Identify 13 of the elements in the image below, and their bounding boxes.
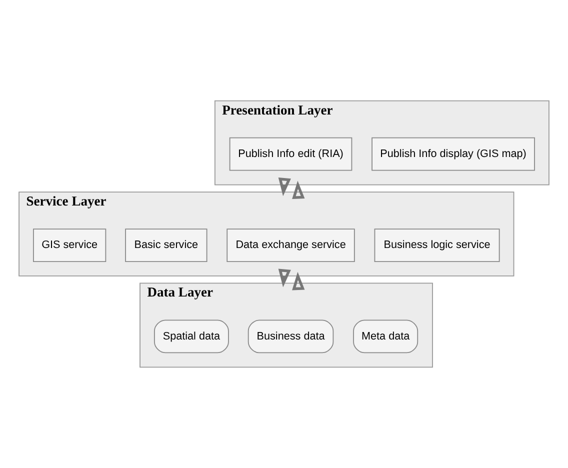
arrow: [292, 180, 305, 200]
node-box: Spatial data: [154, 320, 229, 354]
node-box: Meta data: [353, 320, 418, 354]
arrow: [278, 178, 291, 196]
node-box: Publish Info edit (RIA): [229, 137, 352, 171]
node-box: Publish Info display (GIS map): [372, 137, 535, 171]
node-box: Basic service: [125, 228, 208, 262]
node-box: GIS service: [33, 228, 106, 262]
node-box: Business logic service: [374, 228, 500, 262]
arrow: [292, 272, 305, 290]
node-box: Data exchange service: [226, 228, 355, 262]
node-box: Business data: [248, 320, 334, 354]
arrow: [278, 268, 291, 288]
